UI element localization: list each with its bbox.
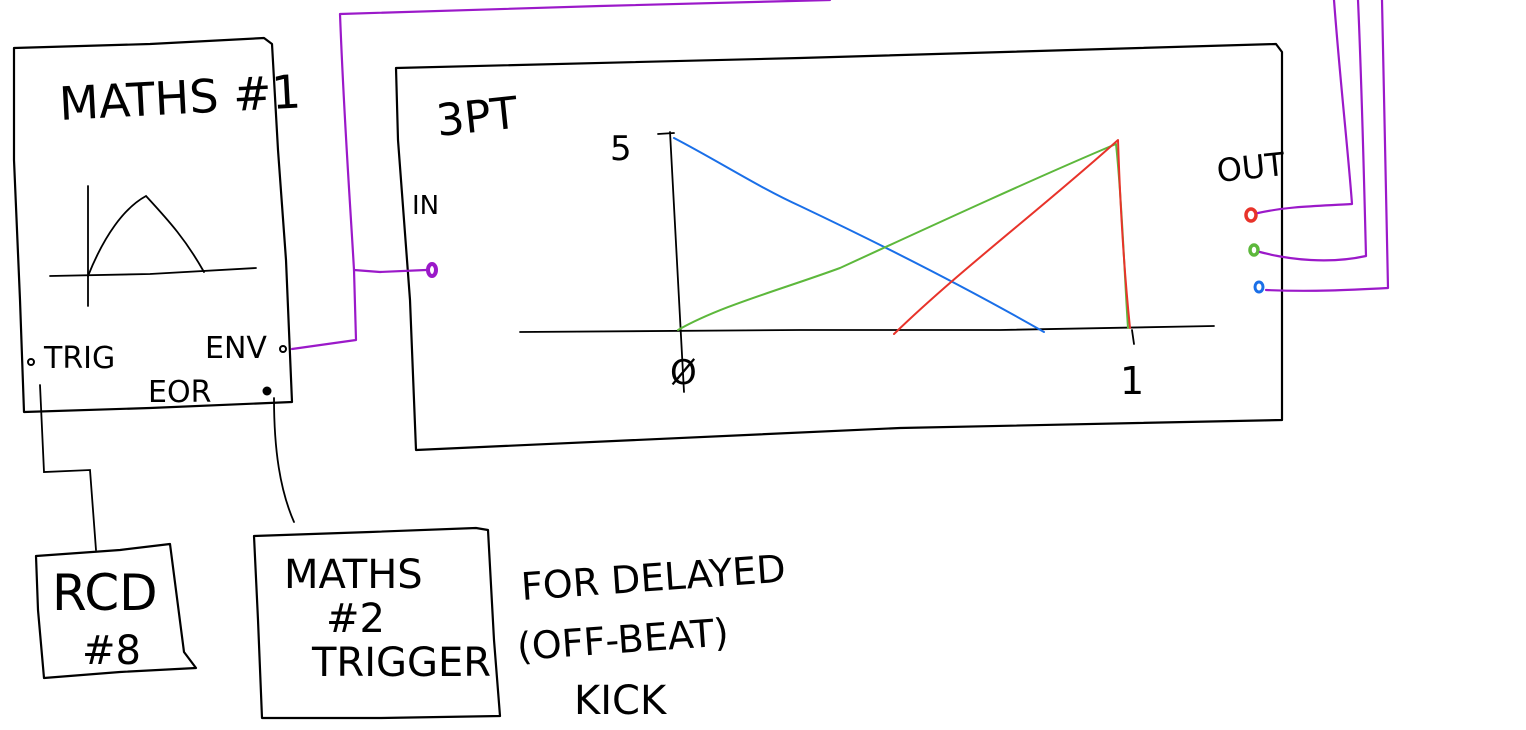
y-tick-label: 5 (610, 129, 632, 169)
out-jack-blue[interactable] (1253, 280, 1265, 294)
eor-jack[interactable] (262, 386, 272, 396)
x-tick-label-1: 1 (1120, 359, 1144, 403)
x-tick-mark-1 (1131, 329, 1135, 345)
env-jack[interactable] (279, 345, 287, 353)
maths2-title: MATHS (284, 552, 423, 598)
rcd-number: #8 (82, 628, 141, 674)
trig-label: TRIG (43, 341, 115, 376)
env-label: ENV (205, 331, 267, 366)
red-out-cable (1256, 0, 1354, 215)
trig-jack[interactable] (27, 358, 35, 366)
eor-to-maths2-cable (273, 397, 295, 523)
x-tick-label-0: Ø (670, 353, 697, 393)
green-curve (677, 143, 1129, 331)
envelope-sketch-icon (49, 185, 257, 307)
out-jack-red[interactable] (1244, 207, 1258, 223)
delayed-kick-note: FOR DELAYED (OFF-BEAT) KICK (516, 547, 788, 724)
purple-cables (290, 0, 1390, 351)
threept-module: 3PT IN OUT 5 Ø 1 (394, 42, 1287, 452)
maths2-box (252, 526, 502, 720)
maths1-title: MATHS #1 (58, 64, 302, 131)
out-jack-green[interactable] (1248, 243, 1260, 257)
y-tick-mark (657, 132, 675, 135)
threept-title: 3PT (434, 88, 520, 147)
note-line1: FOR DELAYED (520, 547, 788, 609)
in-jack[interactable] (426, 262, 438, 278)
note-line3: KICK (574, 678, 668, 724)
blue-curve (673, 137, 1045, 333)
blue-out-cable (1264, 0, 1390, 292)
maths2-module: MATHS #2 TRIGGER (252, 526, 502, 720)
green-out-cable (1258, 0, 1368, 262)
rcd-box (34, 542, 198, 680)
env-to-top-cable (338, 0, 832, 272)
maths1-box (12, 36, 294, 414)
maths2-trigger-label: TRIGGER (311, 640, 491, 686)
x-axis (519, 325, 1215, 333)
env-to-in-cable (290, 268, 428, 351)
out-label: OUT (1215, 145, 1287, 190)
threept-box (394, 42, 1284, 452)
maths2-number: #2 (326, 596, 385, 642)
trig-to-rcd-cable (39, 384, 97, 551)
graph-axes: 5 Ø 1 (519, 129, 1215, 403)
eor-label: EOR (148, 375, 211, 410)
maths1-module: MATHS #1 TRIG ENV EOR (12, 36, 302, 414)
rcd-label: RCD (52, 564, 158, 622)
y-axis (669, 131, 685, 393)
in-label: IN (412, 191, 439, 221)
note-line2: (OFF-BEAT) (516, 610, 731, 669)
rcd-module: RCD #8 (34, 542, 198, 680)
red-curve (893, 139, 1131, 335)
